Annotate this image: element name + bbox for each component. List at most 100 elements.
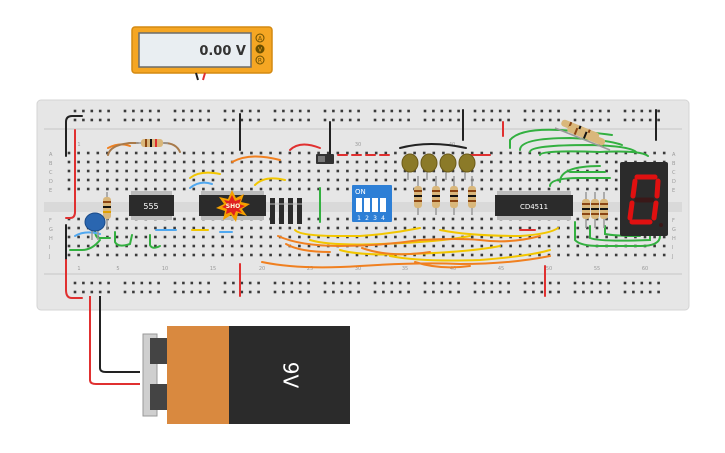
wire-red[interactable] [65, 129, 76, 219]
breadboard-hole[interactable] [398, 290, 402, 294]
breadboard-hole[interactable] [336, 169, 340, 173]
breadboard-hole[interactable] [598, 290, 602, 294]
breadboard-hole[interactable] [173, 217, 176, 221]
breadboard-hole[interactable] [259, 151, 263, 155]
breadboard-hole[interactable] [288, 178, 292, 182]
breadboard-hole[interactable] [470, 151, 474, 155]
breadboard-hole[interactable] [557, 235, 560, 239]
breadboard-hole[interactable] [288, 160, 292, 164]
breadboard-hole[interactable] [538, 226, 541, 230]
breadboard-hole[interactable] [509, 187, 512, 191]
multimeter[interactable]: 0.00 V A V R [131, 26, 273, 81]
battery-wires[interactable] [89, 296, 140, 385]
breadboard-hole[interactable] [461, 244, 464, 248]
wire-black[interactable] [399, 143, 467, 149]
breadboard-hole[interactable] [470, 253, 474, 257]
breadboard-hole[interactable] [422, 217, 426, 221]
breadboard-hole[interactable] [82, 281, 85, 285]
breadboard-hole[interactable] [440, 109, 444, 113]
breadboard-hole[interactable] [307, 109, 310, 113]
dip-switch-toggle-1[interactable] [356, 198, 362, 212]
breadboard-hole[interactable] [623, 281, 627, 285]
breadboard-hole[interactable] [230, 169, 234, 173]
breadboard-hole[interactable] [96, 169, 100, 173]
breadboard-hole[interactable] [557, 118, 560, 122]
breadboard-hole[interactable] [422, 187, 426, 191]
breadboard-hole[interactable] [432, 109, 435, 113]
breadboard-hole[interactable] [288, 226, 292, 230]
breadboard-hole[interactable] [77, 226, 80, 230]
probe-black[interactable] [195, 72, 199, 81]
breadboard-hole[interactable] [451, 244, 455, 248]
breadboard-hole[interactable] [140, 290, 144, 294]
breadboard-hole[interactable] [96, 244, 100, 248]
breadboard-hole[interactable] [566, 178, 570, 182]
breadboard-hole[interactable] [173, 235, 176, 239]
breadboard-hole[interactable] [240, 253, 244, 257]
breadboard-hole[interactable] [140, 281, 144, 285]
breadboard-hole[interactable] [211, 151, 215, 155]
breadboard-hole[interactable] [540, 109, 544, 113]
breadboard-hole[interactable] [557, 244, 560, 248]
breadboard-hole[interactable] [528, 235, 532, 239]
breadboard-hole[interactable] [605, 160, 608, 164]
breadboard-hole[interactable] [96, 187, 100, 191]
breadboard-hole[interactable] [221, 169, 224, 173]
breadboard-hole[interactable] [248, 290, 252, 294]
breadboard-hole[interactable] [115, 226, 119, 230]
breadboard-hole[interactable] [134, 244, 138, 248]
breadboard-hole[interactable] [614, 178, 618, 182]
breadboard-hole[interactable] [532, 281, 535, 285]
breadboard-hole[interactable] [394, 235, 397, 239]
wire-orange[interactable] [414, 261, 471, 269]
breadboard-hole[interactable] [106, 253, 109, 257]
breadboard-hole[interactable] [125, 160, 128, 164]
breadboard-hole[interactable] [532, 109, 535, 113]
breadboard-hole[interactable] [202, 187, 205, 191]
breadboard-hole[interactable] [422, 151, 426, 155]
breadboard-hole[interactable] [490, 226, 493, 230]
breadboard-hole[interactable] [346, 226, 349, 230]
breadboard-hole[interactable] [566, 187, 570, 191]
breadboard-hole[interactable] [499, 235, 503, 239]
breadboard-hole[interactable] [67, 178, 71, 182]
breadboard-hole[interactable] [557, 151, 560, 155]
breadboard-hole[interactable] [566, 160, 570, 164]
counter-ic[interactable]: SHO [199, 190, 266, 222]
breadboard-hole[interactable] [298, 151, 301, 155]
breadboard-hole[interactable] [480, 160, 484, 164]
breadboard-hole[interactable] [182, 178, 186, 182]
breadboard-hole[interactable] [509, 253, 512, 257]
breadboard-hole[interactable] [451, 169, 455, 173]
breadboard-hole[interactable] [457, 281, 460, 285]
breadboard-hole[interactable] [290, 118, 294, 122]
breadboard-hole[interactable] [157, 290, 160, 294]
breadboard-hole[interactable] [86, 244, 90, 248]
breadboard-hole[interactable] [586, 178, 589, 182]
breadboard-hole[interactable] [461, 226, 464, 230]
resistor[interactable] [591, 192, 599, 228]
breadboard-hole[interactable] [394, 226, 397, 230]
breadboard-hole[interactable] [423, 118, 427, 122]
seven-segment-display[interactable]: 0 [620, 162, 668, 236]
breadboard-hole[interactable] [470, 169, 474, 173]
breadboard-hole[interactable] [394, 169, 397, 173]
breadboard-hole[interactable] [566, 226, 570, 230]
breadboard-hole[interactable] [125, 235, 128, 239]
resistor[interactable] [450, 176, 458, 215]
breadboard-hole[interactable] [648, 118, 652, 122]
timer-ic-555[interactable]: 555 [129, 191, 174, 220]
breadboard-hole[interactable] [125, 217, 128, 221]
wire-green[interactable] [589, 225, 651, 242]
breadboard-hole[interactable] [96, 151, 100, 155]
breadboard-hole[interactable] [442, 253, 445, 257]
breadboard-hole[interactable] [259, 244, 263, 248]
breadboard-hole[interactable] [336, 178, 340, 182]
breadboard-hole[interactable] [595, 178, 599, 182]
breadboard-hole[interactable] [240, 151, 244, 155]
breadboard-hole[interactable] [98, 281, 102, 285]
breadboard-hole[interactable] [457, 290, 460, 294]
breadboard-hole[interactable] [298, 178, 301, 182]
breadboard-hole[interactable] [403, 226, 407, 230]
breadboard-hole[interactable] [298, 281, 302, 285]
